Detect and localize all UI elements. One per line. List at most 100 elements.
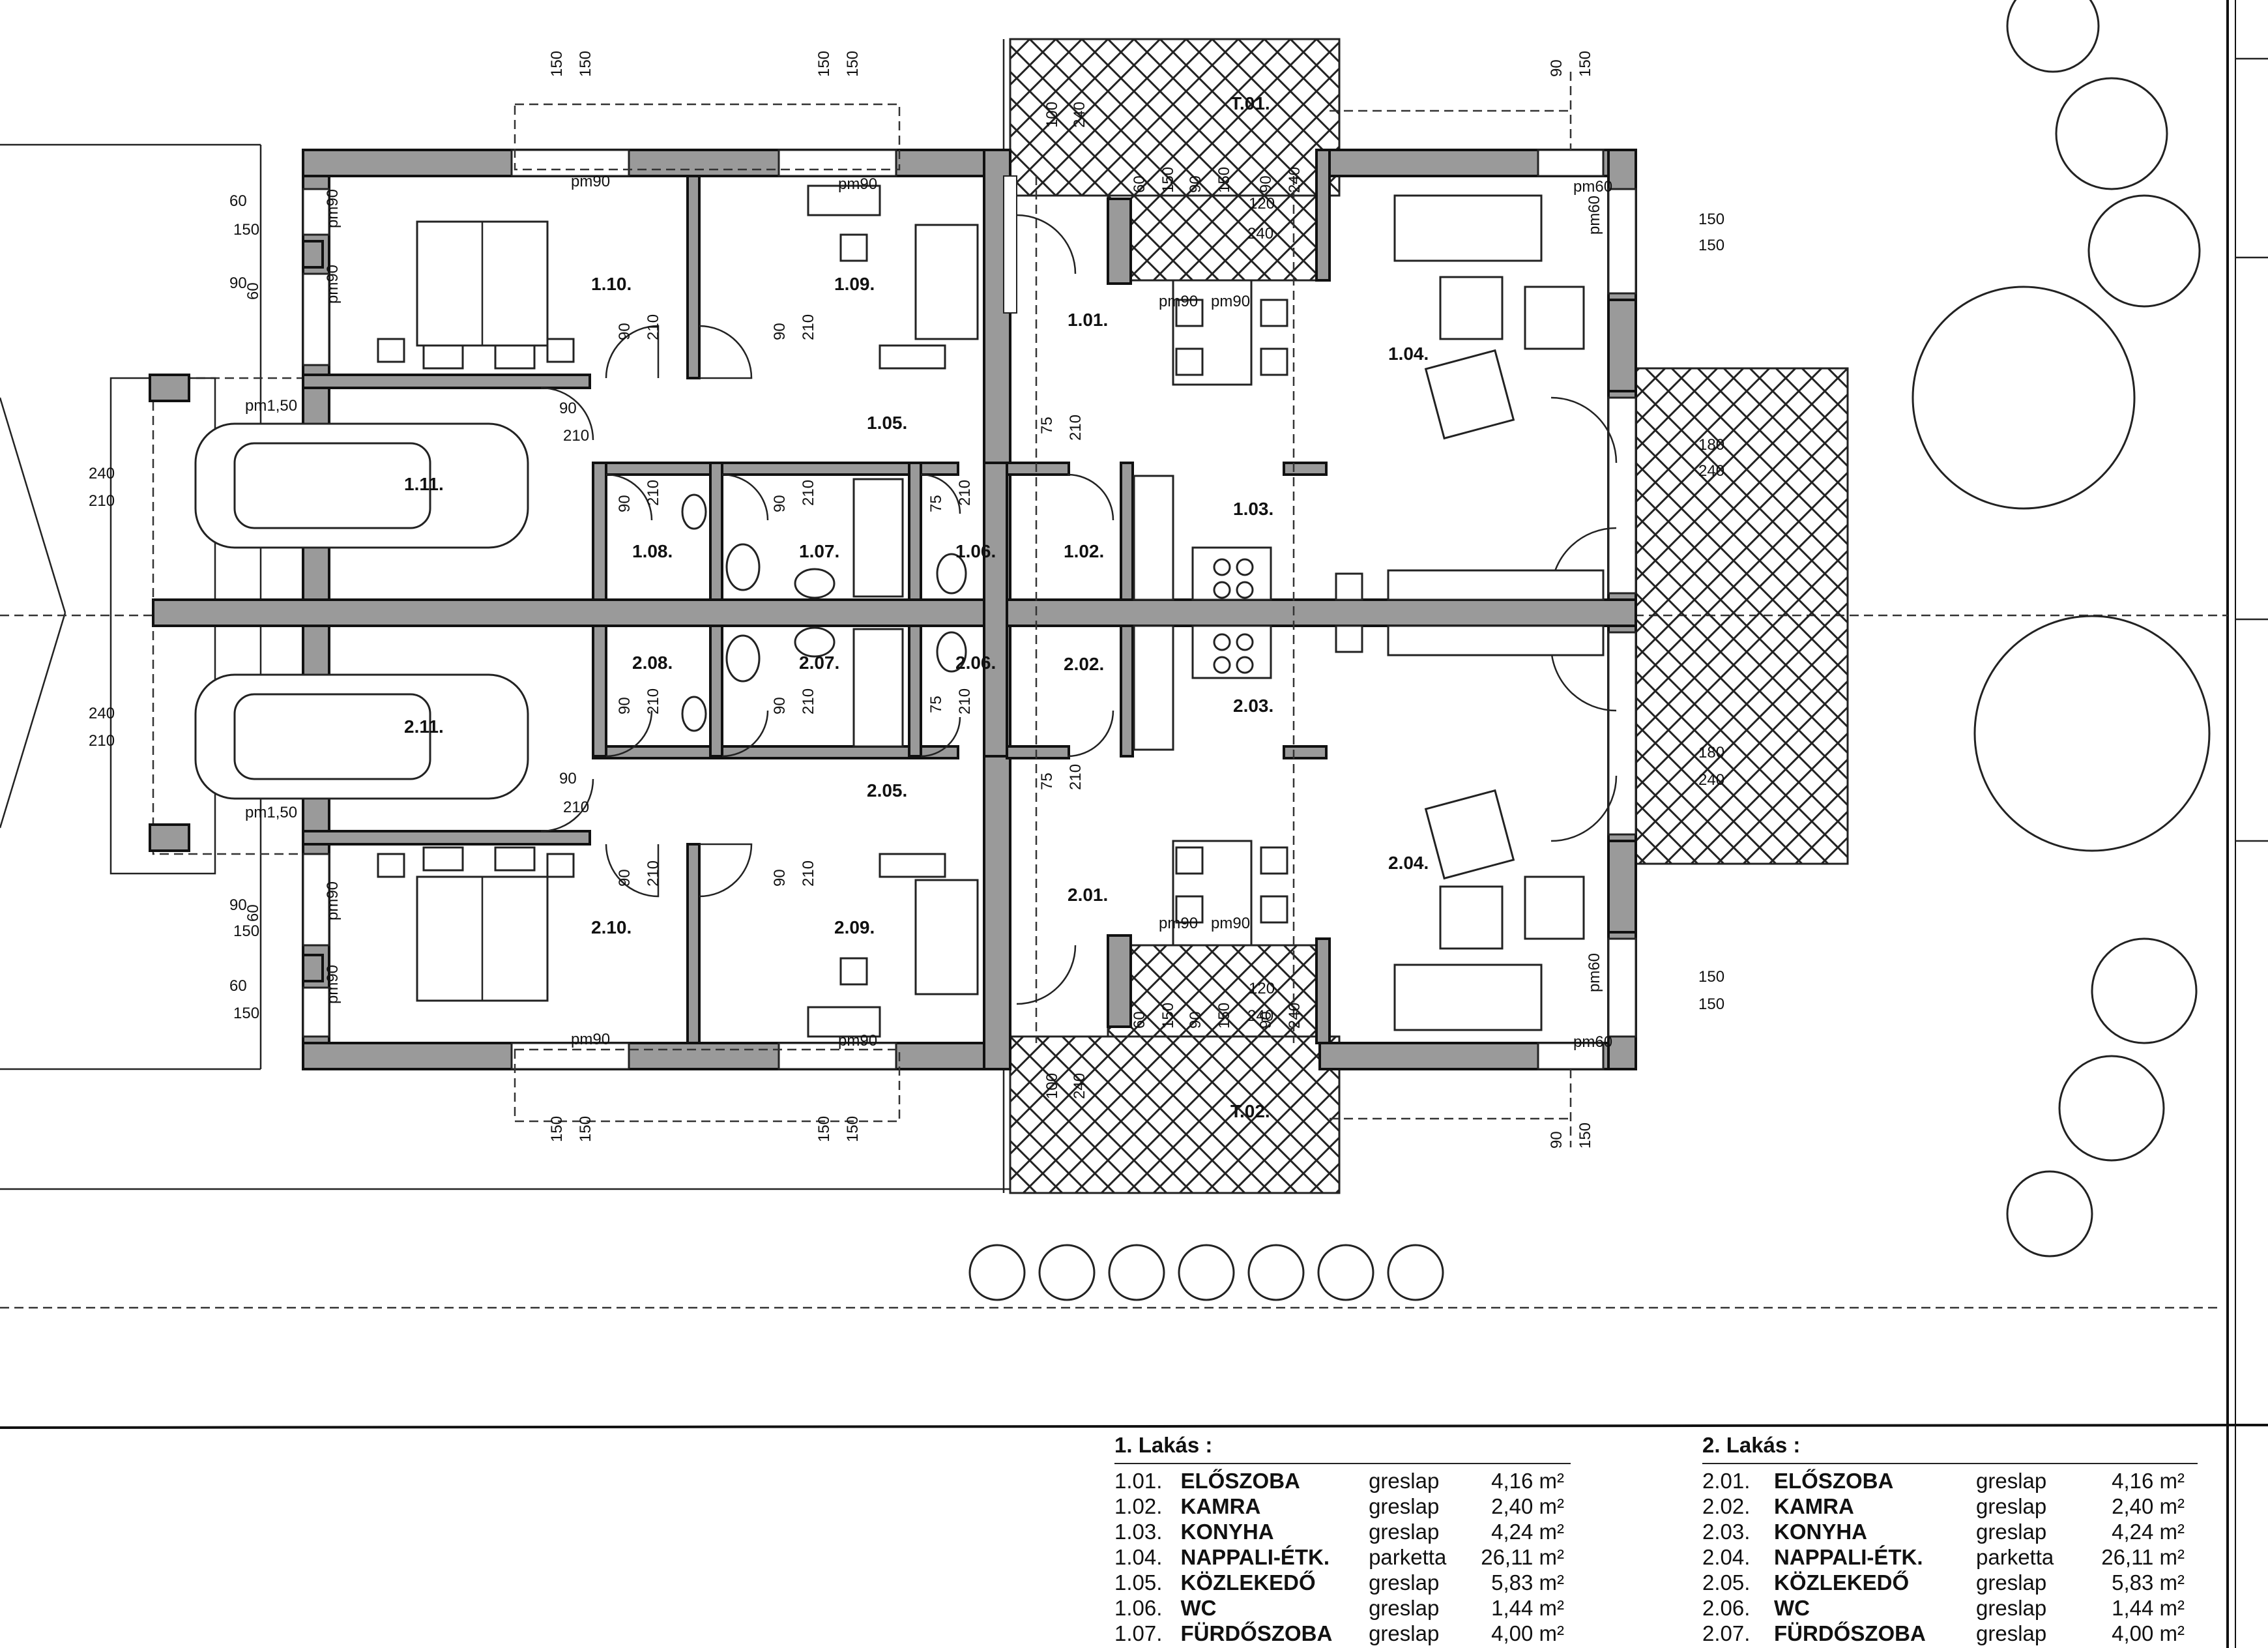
dimension-label: 150 [577,1116,594,1142]
dimension-label: 90 [1548,1131,1565,1149]
dimension-label: 150 [815,1116,833,1142]
dimension-label: 75 [1038,417,1056,434]
schedule-mat: greslap [1369,1520,1440,1544]
schedule-code: 1.06. [1114,1596,1163,1620]
dimension-label: pm90 [1211,915,1250,932]
schedule-code: 1.04. [1114,1545,1163,1569]
dimension-label: 210 [800,688,817,714]
schedule-name: ELŐSZOBA [1774,1469,1894,1493]
dimension-labels: 150 150 150 150 90 150 150 150 150 150 90 150 pm90 pm… [89,51,1724,1149]
dimension-label: pm60 [1586,196,1603,235]
dimension-label: 150 [844,1116,862,1142]
schedule-area: 2,40 m² [1491,1494,1564,1518]
schedule-area: 26,11 m² [1481,1545,1564,1569]
dimension-label: 60 [1131,1011,1148,1029]
door-swings [540,214,1618,1005]
dimension-label: 210 [645,314,662,340]
dimension-label: 150 [1698,211,1724,228]
dimension-label: 90 [559,770,577,787]
schedule-name: KAMRA [1180,1494,1261,1518]
schedule-name: NAPPALI-ÉTK. [1180,1545,1330,1569]
dimension-label: 210 [800,480,817,506]
schedule-mat: greslap [1369,1596,1440,1620]
room-label: 2.01. [1068,885,1108,905]
dimension-label: 210 [956,688,974,714]
dimension-label: 150 [577,51,594,77]
dimension-label: 90 [1548,59,1565,77]
schedule-code: 2.01. [1702,1469,1751,1493]
dimension-label: 240 [1286,167,1303,193]
dimension-label: 60 [244,282,262,300]
schedule-code: 1.07. [1114,1621,1163,1645]
schedule-name: NAPPALI-ÉTK. [1774,1545,1923,1569]
dimension-label: 150 [844,51,862,77]
dimension-label: pm90 [324,965,342,1004]
schedule-area: 1,44 m² [2112,1596,2185,1620]
room-label: 2.04. [1388,853,1429,873]
schedule-area: 26,11 m² [2101,1545,2185,1569]
dimension-label: 90 [771,869,789,887]
schedule-name: KÖZLEKEDŐ [1774,1570,1910,1595]
schedule-name: FÜRDŐSZOBA [1774,1621,1926,1645]
dimension-label: 240 [1698,462,1724,480]
projections [514,72,1572,1147]
dimension-label: 210 [645,480,662,506]
dimension-label: pm90 [838,1032,877,1050]
furniture [377,184,1605,1038]
dimension-label: 120 [1249,195,1275,213]
dimension-label: 210 [800,861,817,887]
car-icon [194,422,529,800]
dimension-label: 90 [616,495,633,512]
dimension-label: 150 [1159,1003,1177,1029]
dimension-label: 180 [1698,744,1724,761]
dimension-label: 90 [771,697,789,714]
dimension-label: 210 [1067,415,1084,441]
schedule-area: 5,83 m² [2112,1570,2185,1595]
room-label: 1.06. [955,541,996,561]
windows [302,149,1637,1070]
room-label: 2.08. [632,653,673,673]
dimension-label: 100 [1043,102,1061,128]
schedule-title: 2. Lakás : [1702,1433,1801,1457]
dimension-label: pm1,50 [245,397,297,415]
schedule-code: 2.05. [1702,1570,1751,1595]
room-label: 1.11. [404,474,444,494]
dimension-label: 120 [1249,980,1275,997]
dimension-label: 240 [89,705,115,722]
schedule-mat: greslap [1976,1596,2047,1620]
dimension-label: 210 [1067,764,1084,790]
dimension-label: 90 [1187,175,1204,193]
dimension-label: 150 [1698,995,1724,1013]
schedule-mat: parketta [1976,1545,2054,1569]
dimension-label: 150 [233,922,259,940]
dimension-label: 240 [89,465,115,482]
dimension-label: 90 [771,495,789,512]
dimension-label: 210 [563,427,589,445]
room-labels-unit2: 2.01. 2.02. 2.03. 2.04. 2.05. 2.06. 2.07… [404,653,1429,937]
room-label: 2.07. [799,653,839,673]
room-label: 1.03. [1233,499,1273,519]
terrace-label: T.02. [1230,1101,1270,1121]
schedule-mat: greslap [1976,1570,2047,1595]
schedule-mat: greslap [1976,1469,2047,1493]
schedule-area: 4,00 m² [2112,1621,2185,1645]
dimension-label: 210 [563,799,589,816]
room-label: 1.10. [591,274,632,294]
dimension-label: 150 [1698,237,1724,254]
schedule-code: 1.02. [1114,1494,1163,1518]
dimension-label: pm90 [838,175,877,193]
dimension-label: 150 [1698,968,1724,986]
